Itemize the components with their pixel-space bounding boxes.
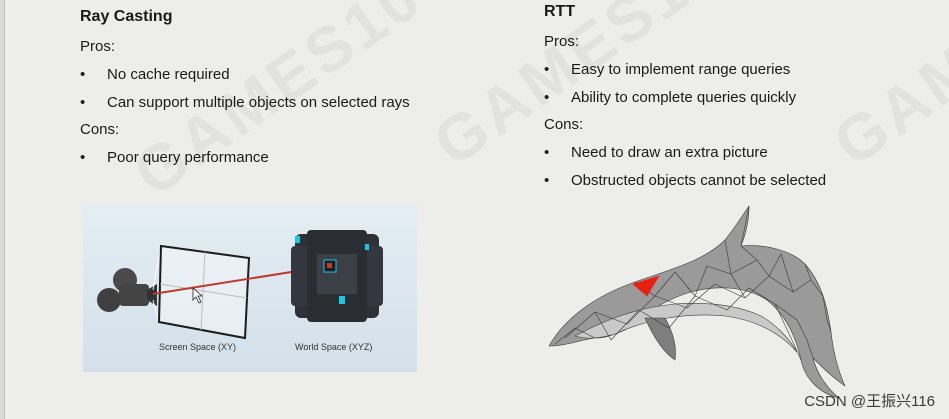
list-item: • Easy to implement range queries <box>544 61 826 78</box>
rtt-section: RTT Pros: • Easy to implement range queri… <box>544 3 826 189</box>
rtt-pros-label: Pros: <box>544 33 580 50</box>
list-item-text: No cache required <box>107 66 230 83</box>
rtt-cons-label: Cons: <box>544 116 584 133</box>
bullet-icon: • <box>544 144 550 161</box>
bullet-icon: • <box>80 149 86 166</box>
slide-left-border <box>0 0 4 419</box>
ray-casting-section: Ray Casting Pros: • No cache required • Ca… <box>80 8 410 166</box>
list-item: • No cache required <box>80 66 410 83</box>
list-item-text: Easy to implement range queries <box>571 61 791 78</box>
bullet-icon: • <box>544 89 550 106</box>
list-item-text: Obstructed objects cannot be selected <box>571 172 827 189</box>
camera-icon <box>97 268 157 312</box>
credit-watermark: CSDN @王振兴116 <box>804 393 935 410</box>
screen-plane <box>157 244 251 340</box>
ray-casting-pros-list: • No cache required • Can support multiple… <box>80 66 410 111</box>
dolphin-mesh <box>548 205 846 399</box>
ray-casting-title: Ray Casting <box>80 8 173 25</box>
ray-casting-cons-label: Cons: <box>80 121 120 138</box>
list-item-text: Need to draw an extra picture <box>571 144 768 161</box>
ray-casting-pros-label: Pros: <box>80 38 116 55</box>
selected-triangle <box>632 275 660 297</box>
watermark: GAMES104 <box>820 0 949 181</box>
bullet-icon: • <box>544 172 550 189</box>
cube-object <box>291 230 383 322</box>
screen-space-caption: Screen Space (XY) <box>159 342 237 352</box>
ray-casting-figure: Screen Space (XY) World Space (XYZ) <box>83 204 417 372</box>
world-space-caption: World Space (XYZ) <box>295 342 373 352</box>
list-item: • Poor query performance <box>80 149 410 166</box>
list-item: • Ability to complete queries quickly <box>544 89 826 106</box>
list-item: • Can support multiple objects on selecte… <box>80 94 410 111</box>
bullet-icon: • <box>80 66 86 83</box>
cursor-icon <box>192 287 204 304</box>
list-item-text: Ability to complete queries quickly <box>571 89 797 106</box>
rtt-pros-list: • Easy to implement range queries • Abilit… <box>544 61 826 106</box>
rtt-title: RTT <box>544 3 576 20</box>
list-item: • Need to draw an extra picture <box>544 144 826 161</box>
list-item-text: Poor query performance <box>107 149 269 166</box>
bullet-icon: • <box>544 61 550 78</box>
bullet-icon: • <box>80 94 86 111</box>
ray-casting-cons-list: • Poor query performance <box>80 149 410 166</box>
ray-casting-diagram <box>97 230 383 340</box>
slide-left-rule <box>4 0 5 419</box>
rtt-cons-list: • Need to draw an extra picture • Obstruct… <box>544 144 826 189</box>
list-item: • Obstructed objects cannot be selected <box>544 172 826 189</box>
list-item-text: Can support multiple objects on selected… <box>107 94 410 111</box>
dolphin-mesh-figure <box>548 205 846 399</box>
